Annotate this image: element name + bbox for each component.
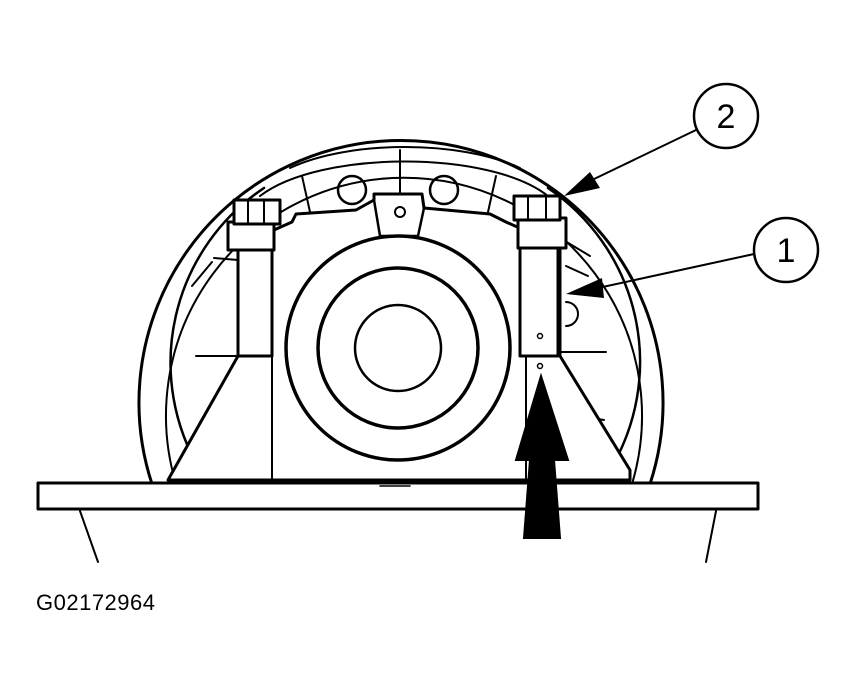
direction-arrow-up <box>514 372 570 539</box>
cap-bolt-right <box>512 194 568 370</box>
callout-2: 2 <box>564 82 760 196</box>
callout-2-label: 2 <box>717 98 736 136</box>
cap-bolt-left <box>226 198 282 358</box>
figure-code: G02172964 <box>36 590 156 615</box>
callout-1: 1 <box>566 216 820 298</box>
crankshaft-journal <box>284 234 512 462</box>
engine-block-base <box>36 481 760 563</box>
callout-1-label: 1 <box>777 232 796 270</box>
